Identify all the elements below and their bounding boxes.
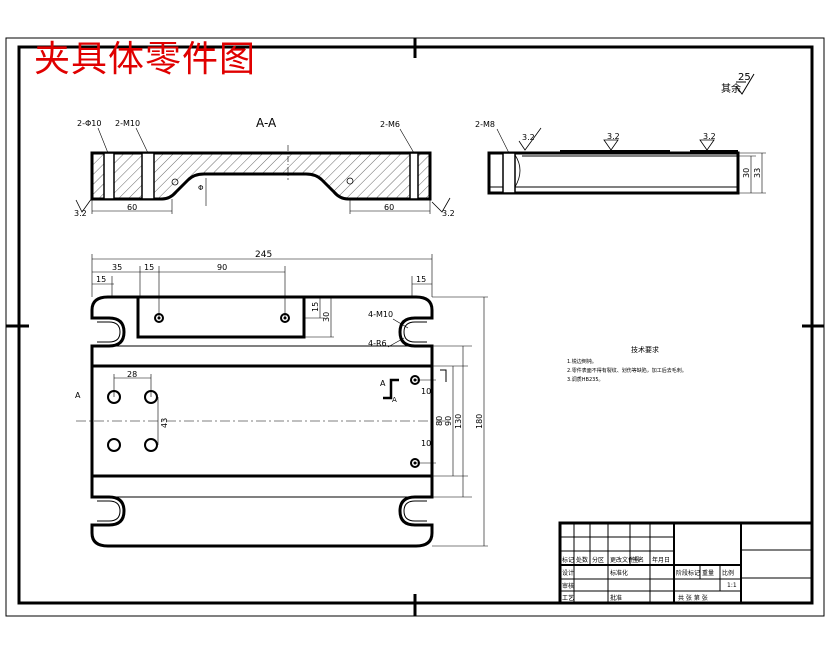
tb-date: 年月日 bbox=[652, 556, 670, 564]
callout-side-hole: 2-M8 bbox=[475, 120, 495, 129]
dim-15d: 15 bbox=[311, 302, 320, 312]
tb-approve: 批准 bbox=[610, 594, 622, 602]
dim-15a: 15 bbox=[144, 263, 154, 272]
general-roughness-prefix: 其余 bbox=[721, 82, 741, 95]
side-view: 2-M8 3.2 3.2 3.2 30 33 bbox=[475, 120, 766, 195]
tech-notes: 技术要求 1.锐边倒钝。 2.零件表面不得有裂纹、划伤等缺陷，加工后去毛刺。 3… bbox=[567, 345, 687, 383]
callout-section-mid-hole: 2-M10 bbox=[115, 119, 140, 128]
centering-marks bbox=[6, 38, 824, 616]
dim-28: 28 bbox=[127, 370, 137, 379]
tb-stage: 阶段标记 bbox=[676, 569, 700, 577]
dim-90: 90 bbox=[217, 263, 227, 272]
roughness-section-bottom-left: 3.2 bbox=[74, 209, 87, 218]
tb-changedoc: 更改文件号 bbox=[610, 556, 640, 564]
drawing-title: 夹具体零件图 bbox=[34, 39, 257, 80]
cut-letter-left-2: A bbox=[392, 396, 397, 404]
dim-overall-width: 245 bbox=[255, 250, 272, 260]
roughness-section-bottom-right: 3.2 bbox=[442, 209, 455, 218]
roughness-side-1: 3.2 bbox=[522, 133, 535, 142]
dim-35: 35 bbox=[112, 263, 122, 272]
section-title: A-A bbox=[256, 116, 277, 130]
dim-15c: 15 bbox=[416, 275, 426, 284]
callout-section-left-hole: 2-Φ10 bbox=[77, 119, 101, 128]
dim-80: 80 bbox=[435, 416, 444, 426]
tb-mark: 标记 bbox=[562, 556, 574, 564]
tb-count: 处数 bbox=[576, 556, 588, 564]
callout-plan-tapped: 4-M10 bbox=[368, 310, 393, 319]
dim-section-left: 60 bbox=[127, 203, 137, 212]
section-view: A-A 2-Φ10 2-M10 2-M6 60 60 Φ 3.2 bbox=[74, 116, 455, 218]
dim-section-small: Φ bbox=[198, 184, 204, 192]
title-block: 标记 处数 分区 更改文件号 签名 年月日 设计 标准化 审核 工艺 批准 阶段… bbox=[558, 521, 814, 605]
callout-plan-slot: 4-R6 bbox=[368, 339, 387, 348]
dim-10a: 10 bbox=[421, 387, 431, 396]
tb-scale-value: 1:1 bbox=[727, 582, 737, 589]
tb-sign: 签名 bbox=[632, 556, 644, 564]
notes-line3: 3.调质HB235。 bbox=[567, 376, 604, 383]
side-body bbox=[487, 151, 740, 195]
plan-outline bbox=[90, 295, 434, 548]
dim-43: 43 bbox=[160, 418, 169, 428]
tb-standard: 标准化 bbox=[610, 569, 628, 577]
plan-top-pocket bbox=[136, 295, 306, 339]
section-body bbox=[90, 151, 432, 201]
dim-section-right: 60 bbox=[384, 203, 394, 212]
cut-letter-plan-left: A bbox=[75, 391, 81, 400]
dim-90v: 90 bbox=[444, 416, 453, 426]
dim-130: 130 bbox=[454, 414, 463, 429]
tb-process: 工艺 bbox=[562, 594, 574, 602]
cut-letter-left: A bbox=[380, 379, 386, 388]
tb-scale: 比例 bbox=[722, 569, 734, 577]
dim-side-33: 33 bbox=[753, 168, 762, 178]
general-roughness-value: 25 bbox=[738, 72, 751, 83]
notes-heading: 技术要求 bbox=[631, 345, 659, 354]
tb-design: 设计 bbox=[562, 569, 574, 577]
dim-side-30: 30 bbox=[742, 168, 751, 178]
roughness-side-3: 3.2 bbox=[703, 132, 716, 141]
tb-zone: 分区 bbox=[592, 556, 604, 564]
callout-section-right-hole: 2-M6 bbox=[380, 120, 400, 129]
notes-line2: 2.零件表面不得有裂纹、划伤等缺陷，加工后去毛刺。 bbox=[567, 367, 687, 374]
tb-sheets: 共 张 第 张 bbox=[678, 594, 708, 602]
dim-10b: 10 bbox=[421, 439, 431, 448]
dim-180: 180 bbox=[475, 414, 484, 429]
tb-review: 审核 bbox=[562, 582, 574, 590]
notes-line1: 1.锐边倒钝。 bbox=[567, 358, 597, 365]
tb-weight: 重量 bbox=[702, 569, 714, 577]
dim-15b: 15 bbox=[96, 275, 106, 284]
roughness-side-2: 3.2 bbox=[607, 132, 620, 141]
general-roughness: 其余 25 bbox=[721, 72, 755, 95]
dim-30: 30 bbox=[322, 312, 331, 322]
plan-view: A A A 4-M10 4-R6 245 35 15 90 15 15 bbox=[75, 250, 488, 548]
